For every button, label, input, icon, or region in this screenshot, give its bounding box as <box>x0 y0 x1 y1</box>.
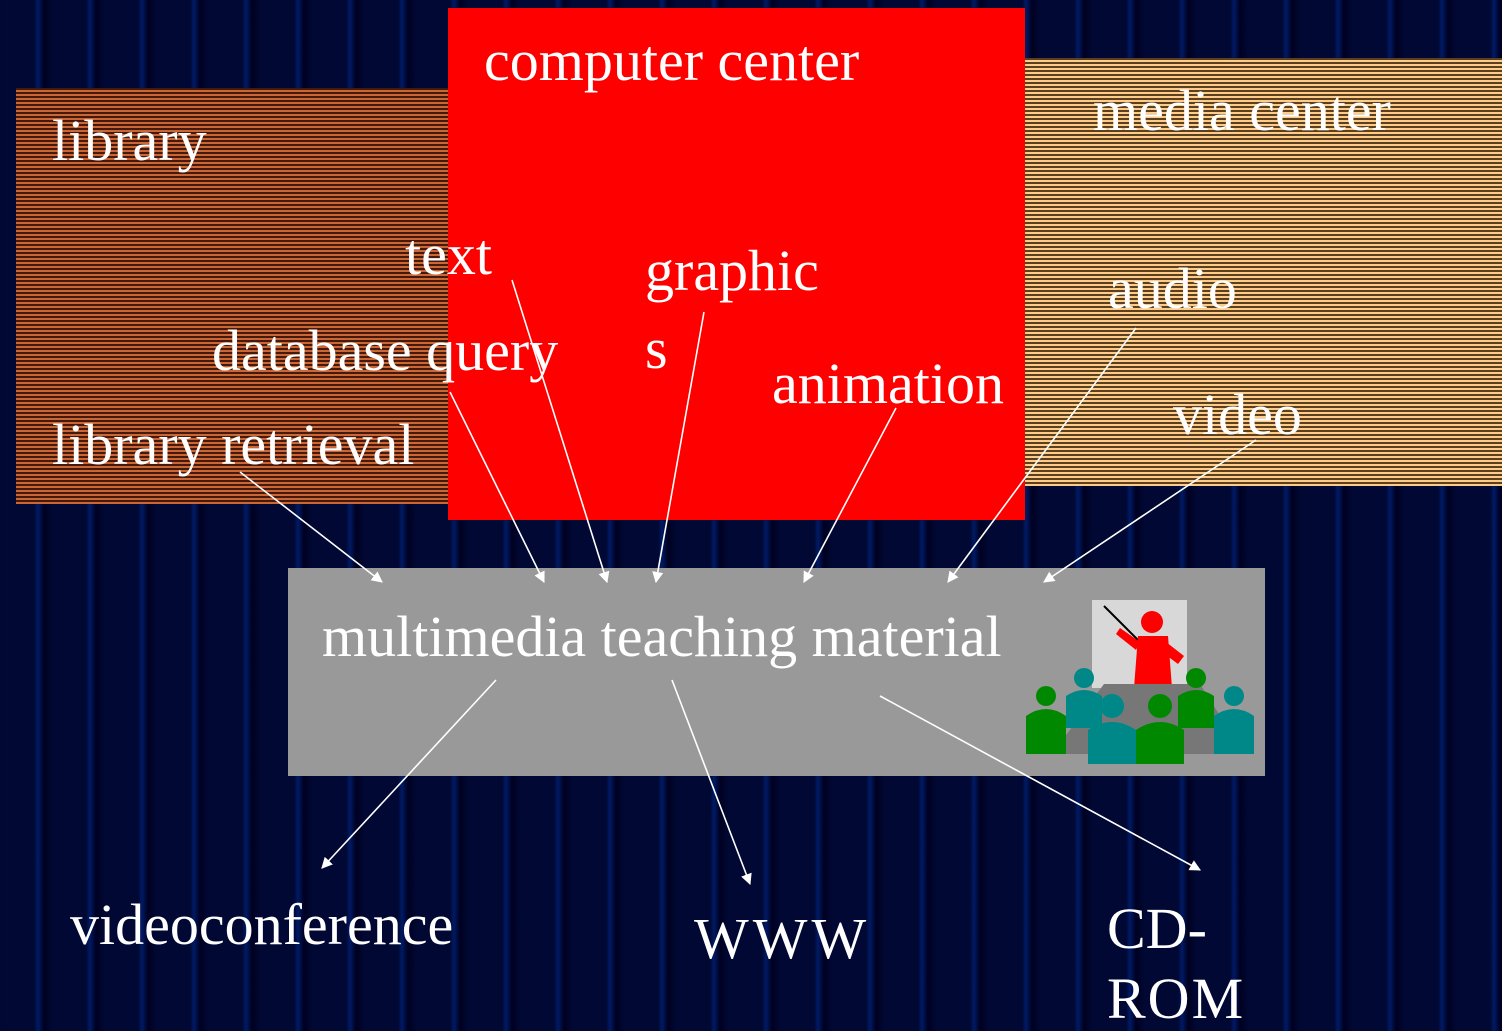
cdrom-label-line1: CD- <box>1107 896 1207 961</box>
multimedia-teaching-material-label: multimedia teaching material <box>322 604 1002 669</box>
graphics-label-line2: s <box>645 316 668 381</box>
arrow-animation <box>803 407 897 583</box>
animation-label: animation <box>772 351 1004 416</box>
media-center-label: media center <box>1093 78 1391 143</box>
computer-center-label: computer center <box>484 28 860 93</box>
video-label: video <box>1173 382 1302 447</box>
videoconference-label: videoconference <box>70 892 454 957</box>
arrow-videoconference <box>321 679 497 869</box>
audio-label: audio <box>1108 256 1237 321</box>
computer-center-region <box>448 8 1025 520</box>
arrow-www <box>671 679 752 886</box>
graphics-label-line1: graphic <box>645 238 819 303</box>
arrow-video <box>1043 439 1257 583</box>
presentation-audience-icon <box>1026 600 1254 764</box>
www-label: WWW <box>694 906 871 971</box>
library-label: library <box>52 108 207 173</box>
cdrom-label-line2: ROM <box>1107 966 1246 1031</box>
arrow-graphics <box>652 311 705 584</box>
arrow-audio <box>947 327 1137 583</box>
arrow-cdrom <box>879 695 1201 871</box>
text-label: text <box>405 222 492 287</box>
arrow-library-retrieval <box>239 471 383 583</box>
arrow-database-query <box>449 391 545 584</box>
library-retrieval-label: library retrieval <box>52 412 415 477</box>
database-query-label: database query <box>212 318 559 383</box>
arrow-text <box>511 279 610 584</box>
